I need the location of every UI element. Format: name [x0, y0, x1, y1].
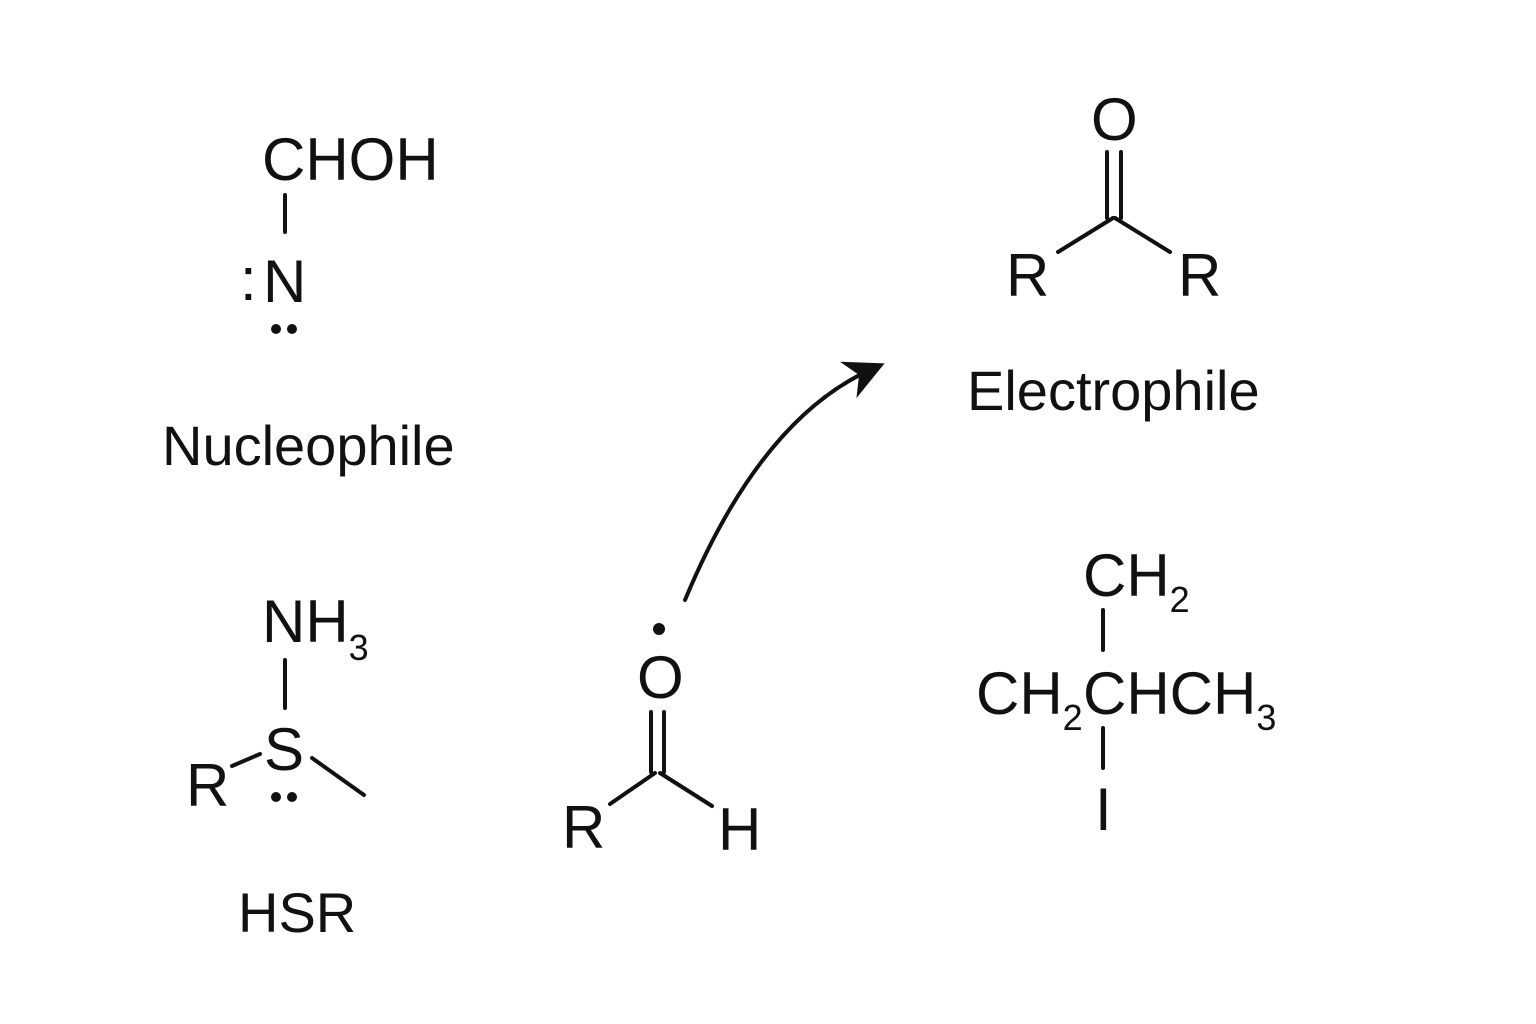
reaction-arrow [683, 361, 885, 602]
nucleophile-amine-structure: CHOH : N [240, 126, 439, 334]
aldehyde-bond-left [608, 771, 657, 806]
amine-lone-pair-left: : [240, 246, 257, 313]
amine-top-group: CHOH [262, 126, 439, 193]
amine-nitrogen-atom: N [263, 248, 306, 315]
aldehyde-substituent-r: R [562, 794, 605, 861]
iodide-center-group-main: CHCH [1083, 660, 1256, 727]
iodide-iodine-atom: I [1095, 776, 1112, 843]
iodide-left-group-subscript: 2 [1063, 697, 1083, 738]
thiol-caption: HSR [238, 881, 356, 944]
thiol-bond-left [230, 752, 262, 768]
ketone-oxygen-atom: O [1091, 86, 1138, 153]
amine-lone-pair-dot [287, 324, 297, 334]
aldehyde-structure: O R H [562, 623, 761, 863]
thiol-bond-right [310, 756, 366, 797]
ketone-bond-right [1113, 216, 1172, 254]
iodide-center-group: CHCH3 [1083, 660, 1276, 738]
thiol-top-group-subscript: 3 [349, 627, 369, 668]
amine-lone-pair-dot [271, 324, 281, 334]
electrophile-caption: Electrophile [967, 359, 1260, 422]
ketone-bond-left [1056, 216, 1115, 254]
iodide-top-group-main: CH [1083, 542, 1170, 609]
electrophile-alkyl-iodide-structure: CH2 CH2 CHCH3 I [976, 542, 1276, 843]
aldehyde-bond-right [658, 771, 714, 808]
nucleophile-thiol-structure: NH3 S R [186, 588, 369, 819]
thiol-lone-pair-dot [287, 792, 297, 802]
aldehyde-lone-pair-dot [653, 623, 665, 635]
nucleophile-caption: Nucleophile [162, 414, 455, 477]
iodide-left-group-main: CH [976, 660, 1063, 727]
thiol-lone-pair-dot [271, 792, 281, 802]
electrophile-ketone-structure: O R R [1006, 86, 1221, 309]
thiol-substituent-r: R [186, 752, 229, 819]
thiol-top-group-main: NH [262, 588, 349, 655]
aldehyde-oxygen-atom: O [637, 644, 684, 711]
ketone-substituent-r-left: R [1006, 242, 1049, 309]
thiol-top-group: NH3 [262, 588, 369, 668]
ketone-substituent-r-right: R [1178, 242, 1221, 309]
aldehyde-substituent-h: H [718, 796, 761, 863]
thiol-sulfur-atom: S [264, 716, 304, 783]
iodide-left-group: CH2 [976, 660, 1083, 738]
iodide-top-group-subscript: 2 [1170, 579, 1190, 620]
iodide-center-group-subscript: 3 [1256, 697, 1276, 738]
iodide-top-group: CH2 [1083, 542, 1190, 620]
